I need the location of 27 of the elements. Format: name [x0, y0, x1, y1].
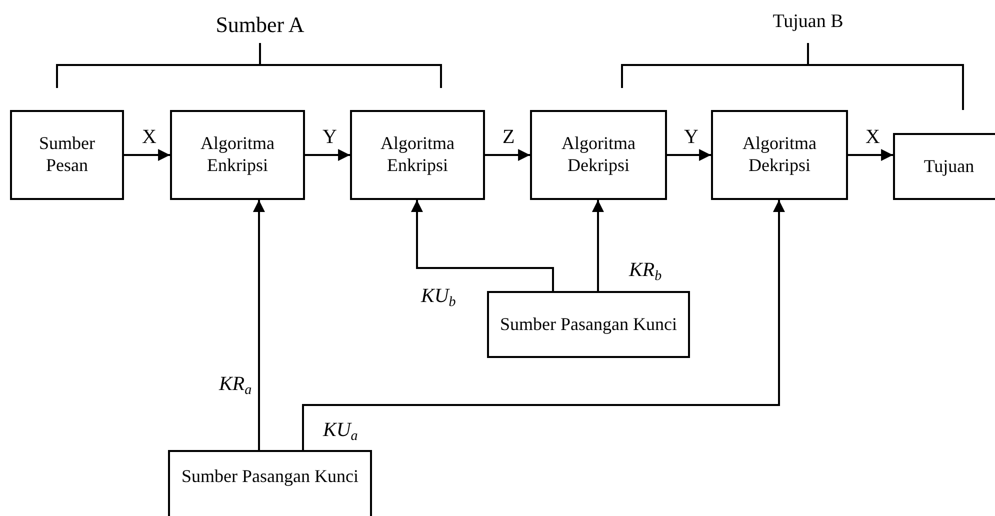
- box-label: Algoritma Dekripsi: [560, 133, 636, 177]
- process-box: [487, 291, 690, 358]
- box-label: Algoritma Dekripsi: [742, 133, 818, 177]
- process-box: [893, 133, 995, 200]
- box-label: Tujuan: [924, 156, 974, 178]
- arrow: [252, 200, 265, 450]
- arrow: [667, 148, 712, 161]
- process-box: [530, 110, 667, 200]
- box-label: Sumber Pasangan Kunci: [500, 314, 677, 336]
- box-label: Algoritma Enkripsi: [380, 133, 456, 177]
- arrow: [302, 200, 785, 450]
- process-box: [10, 110, 124, 200]
- process-box: [170, 110, 305, 200]
- group-heading: Tujuan B: [772, 12, 844, 31]
- box-label: Sumber Pesan: [38, 133, 96, 177]
- arrow: [410, 200, 554, 291]
- process-box: [168, 450, 372, 516]
- group-heading: Sumber A: [216, 14, 304, 36]
- arrow: [485, 148, 530, 161]
- box-label: Algoritma Enkripsi: [200, 133, 276, 177]
- process-box: [711, 110, 848, 200]
- arrow: [124, 148, 170, 161]
- arrow: [592, 200, 604, 291]
- arrow: [305, 148, 350, 161]
- process-box: [350, 110, 485, 200]
- arrow: [848, 148, 894, 161]
- box-label: Sumber Pasangan Kunci: [182, 466, 358, 488]
